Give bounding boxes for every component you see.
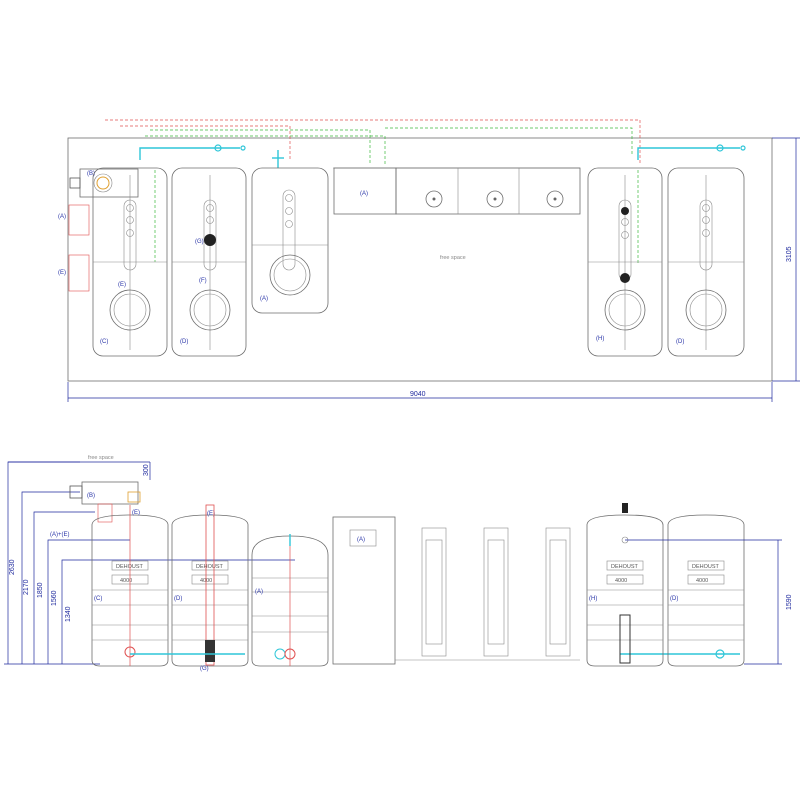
top-label-e: (E) — [207, 511, 215, 517]
side-tank-label: (D) — [670, 596, 678, 602]
dim-1850: 1850 — [37, 582, 44, 598]
tank-brand: DEHOUST — [611, 564, 639, 570]
dim-1590: 1590 — [786, 594, 793, 610]
tank-top-label: (D) — [180, 339, 188, 345]
side-label-a: (A) — [58, 214, 66, 220]
dim-1340: 1340 — [65, 606, 72, 622]
free-space-label: free space — [440, 255, 466, 261]
fitting-label-g: (G) — [195, 239, 204, 245]
dim-2630: 2630 — [9, 559, 16, 575]
side-tank-label: (H) — [589, 596, 597, 602]
top-dimensions: 9040 3105 — [67, 137, 800, 402]
top-view: (B) (A) (E) (C) (E) (D) (G) (F) — [58, 119, 800, 402]
tank-top-d1: (D) (G) (F) — [171, 167, 247, 357]
side-tank-d1: DEHOUST 4000 (D) (E) (G) — [171, 504, 249, 672]
free-space-dimension: 300 — [143, 464, 150, 476]
side-tank-a: (A) — [251, 535, 329, 667]
dim-1560: 1560 — [51, 590, 58, 606]
tank-top-c: (C) (E) — [92, 167, 168, 357]
box-label-b: (B) — [87, 171, 95, 177]
width-dimension: 9040 — [410, 391, 426, 398]
side-control-box-a — [332, 516, 396, 665]
tank-top-label: (H) — [596, 336, 604, 342]
side-dimension-right: 1590 — [625, 539, 793, 665]
side-tank-label: (D) — [174, 596, 182, 602]
side-dimensions-left: 2630 2170 1850 1560 1340 — [4, 461, 295, 665]
tank-top-a: (A) — [251, 167, 329, 314]
tank-capacity: 4000 — [696, 578, 708, 584]
tank-capacity: 4000 — [615, 578, 627, 584]
box-label-a: (A) — [360, 191, 368, 197]
tank-top-d2: (D) — [667, 167, 745, 357]
side-tank-label: (C) — [94, 596, 102, 602]
tank-top-label: (D) — [676, 339, 684, 345]
combo-label: (A)+(E) — [50, 532, 70, 538]
side-tank-h: DEHOUST 4000 (H) — [586, 503, 664, 667]
side-free-space-label: free space — [88, 455, 114, 461]
signal-line-green — [150, 129, 371, 165]
dim-2170: 2170 — [23, 579, 30, 595]
side-tank-label: (A) — [255, 589, 263, 595]
module-row — [395, 167, 581, 215]
room-outline — [67, 137, 773, 382]
side-box-label-a: (A) — [357, 537, 365, 543]
tank-top-label: (A) — [260, 296, 268, 302]
tank-top-label: (C) — [100, 339, 108, 345]
side-view: free space 300 2630 2170 1850 1560 1340 … — [4, 455, 793, 672]
outlet-pipe — [637, 147, 740, 160]
top-label-e: (E) — [132, 510, 140, 516]
tank-capacity: 4000 — [120, 578, 132, 584]
fitting-label-f: (F) — [199, 278, 207, 284]
height-dimension: 3105 — [786, 246, 793, 262]
tank-brand: DEHOUST — [196, 564, 224, 570]
tank-brand: DEHOUST — [692, 564, 720, 570]
filter-modules — [395, 527, 580, 661]
side-tank-c: DEHOUST 4000 (C) (E) — [91, 505, 169, 667]
tank-top-h: (H) — [587, 167, 663, 357]
bottom-label-g: (G) — [200, 666, 209, 672]
fitting-label-e: (E) — [118, 282, 126, 288]
signal-line-red — [105, 119, 641, 165]
side-tank-d2: DEHOUST 4000 (D) — [667, 514, 745, 667]
side-box-label-b: (B) — [87, 493, 95, 499]
side-label-e: (E) — [58, 270, 66, 276]
